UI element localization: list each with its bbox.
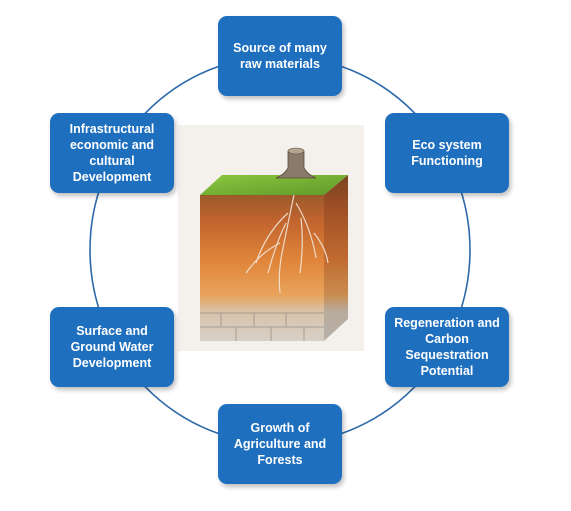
- soil-profile-cube: [178, 125, 364, 351]
- node-label: Infrastructural economic and cultural De…: [69, 122, 155, 184]
- node-water-development: Surface and Ground Water Development: [50, 307, 174, 387]
- node-label: Regeneration and Carbon Sequestration Po…: [394, 316, 500, 378]
- node-agriculture-forests: Growth of Agriculture and Forests: [218, 404, 342, 484]
- node-source-of-raw-materials: Source of many raw materials: [218, 16, 342, 96]
- node-label: Growth of Agriculture and Forests: [233, 421, 327, 467]
- node-label: Source of many raw materials: [233, 41, 327, 71]
- node-infrastructural-development: Infrastructural economic and cultural De…: [50, 113, 174, 193]
- node-label: Surface and Ground Water Development: [70, 324, 154, 370]
- node-regeneration-carbon: Regeneration and Carbon Sequestration Po…: [385, 307, 509, 387]
- node-label: Eco system Functioning: [411, 138, 483, 168]
- node-ecosystem-functioning: Eco system Functioning: [385, 113, 509, 193]
